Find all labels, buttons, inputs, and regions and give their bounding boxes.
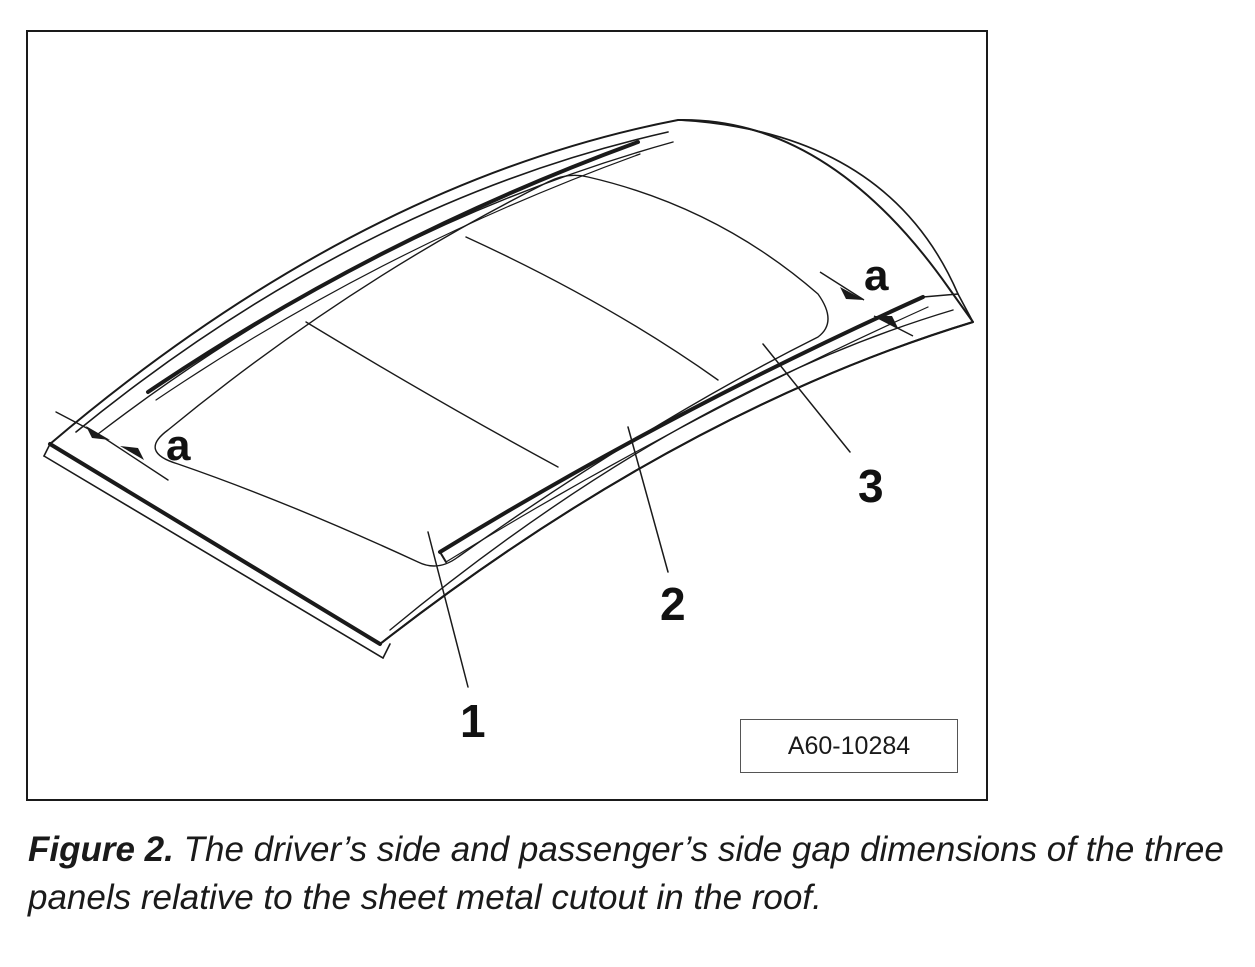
roof-front-edge xyxy=(48,442,382,646)
left-roof-rail-groove xyxy=(146,140,640,394)
reference-code-box: A60-10284 xyxy=(740,719,958,773)
right-roof-rail-outer xyxy=(379,321,974,645)
sunroof-cutout-outline xyxy=(154,174,829,567)
leader-line-1 xyxy=(427,531,469,688)
dim-a-right-extension xyxy=(819,271,865,301)
roof-outer-outline xyxy=(49,118,974,645)
figure-caption: Figure 2. The driver’s side and passenge… xyxy=(28,826,1243,922)
dim-a-left-arrow-2 xyxy=(120,446,144,460)
left-roof-rail-outer xyxy=(75,131,669,433)
leader-line-3 xyxy=(762,343,851,453)
right-rail-end-cap-2 xyxy=(922,293,974,323)
roof-front-edge-lower xyxy=(43,455,384,659)
dim-a-left-arrow-1 xyxy=(86,426,110,440)
callout-gap-left: a xyxy=(166,421,191,470)
caption-label: Figure 2. xyxy=(28,830,174,869)
roof-diagram: a a 1 2 3 xyxy=(43,118,974,747)
roof-rear-edge xyxy=(677,119,959,295)
right-roof-rail-groove-2 xyxy=(445,306,929,563)
callout-panel-3: 3 xyxy=(858,460,884,512)
roof-front-edge-lower-2 xyxy=(43,443,51,457)
figure-frame: a a 1 2 3 A60-10284 xyxy=(26,30,988,801)
callout-gap-right: a xyxy=(864,251,889,300)
leader-line-2 xyxy=(627,426,669,573)
dim-a-right-extension-2 xyxy=(873,315,914,337)
dim-a-left-extension-2 xyxy=(97,433,169,481)
left-roof-rail-inner xyxy=(97,141,674,435)
panel-divider-1-2 xyxy=(305,321,559,468)
callout-panel-2: 2 xyxy=(660,578,686,630)
panel-divider-2-3 xyxy=(465,236,719,381)
left-roof-rail-groove-2 xyxy=(155,153,641,401)
right-rail-end-cap xyxy=(439,551,447,563)
caption-text: The driver’s side and passenger’s side g… xyxy=(28,830,1224,917)
roof-front-edge-lower-3 xyxy=(382,643,391,659)
callout-panel-1: 1 xyxy=(460,695,486,747)
right-roof-rail-groove xyxy=(438,295,925,554)
